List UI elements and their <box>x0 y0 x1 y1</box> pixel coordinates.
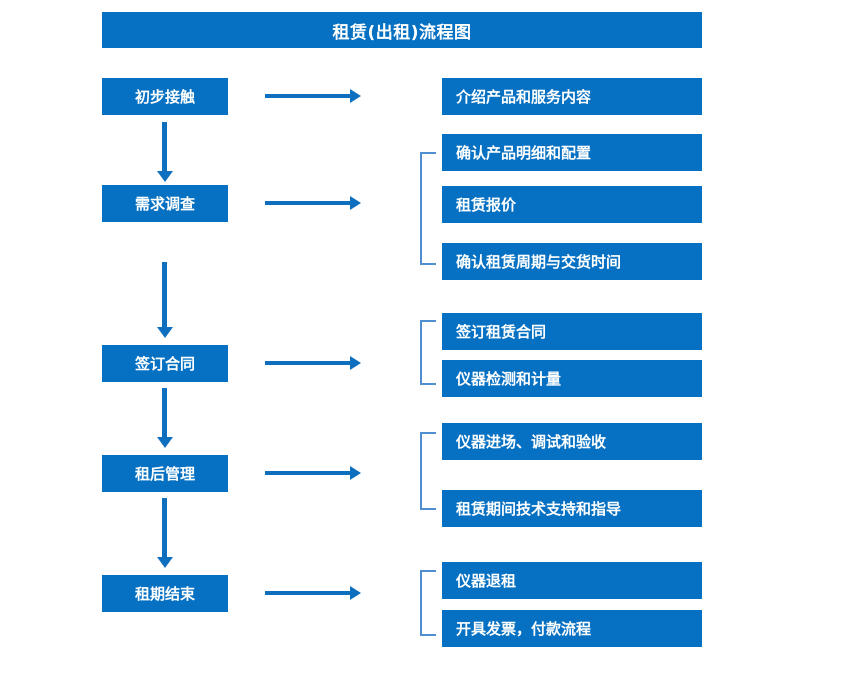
arrow-head <box>157 171 173 182</box>
arrow-head <box>350 196 361 210</box>
arrow-right-stage-4 <box>265 466 361 480</box>
detail-box-仪器退租[interactable]: 仪器退租 <box>442 562 702 599</box>
arrow-shaft <box>265 591 350 595</box>
stage-box-签订合同[interactable]: 签订合同 <box>102 345 228 382</box>
arrow-down-stage-4-to-5 <box>157 498 173 568</box>
arrow-head <box>157 557 173 568</box>
detail-box-租赁报价[interactable]: 租赁报价 <box>442 186 702 223</box>
arrow-right-stage-1 <box>265 89 361 103</box>
arrow-shaft <box>265 471 350 475</box>
arrow-shaft <box>265 201 350 205</box>
group-bracket-stage-4 <box>420 432 436 510</box>
detail-box-确认产品明细和配置[interactable]: 确认产品明细和配置 <box>442 134 702 171</box>
stage-box-初步接触[interactable]: 初步接触 <box>102 78 228 115</box>
stage-box-租期结束[interactable]: 租期结束 <box>102 575 228 612</box>
stage-box-需求调查[interactable]: 需求调查 <box>102 185 228 222</box>
arrow-head <box>350 356 361 370</box>
arrow-head <box>350 466 361 480</box>
arrow-head <box>157 327 173 338</box>
detail-box-租赁期间技术支持和指导[interactable]: 租赁期间技术支持和指导 <box>442 490 702 527</box>
arrow-down-stage-1-to-2 <box>157 122 173 182</box>
arrow-shaft <box>162 262 167 327</box>
arrow-shaft <box>162 388 167 437</box>
arrow-right-stage-2 <box>265 196 361 210</box>
detail-box-签订租赁合同[interactable]: 签订租赁合同 <box>442 313 702 350</box>
arrow-head <box>350 89 361 103</box>
arrow-shaft <box>265 94 350 98</box>
arrow-head <box>157 437 173 448</box>
arrow-right-stage-5 <box>265 586 361 600</box>
group-bracket-stage-3 <box>420 320 436 385</box>
group-bracket-stage-5 <box>420 570 436 636</box>
arrow-shaft <box>162 122 167 171</box>
group-bracket-stage-2 <box>420 152 436 265</box>
arrow-head <box>350 586 361 600</box>
arrow-shaft <box>162 498 167 557</box>
arrow-right-stage-3 <box>265 356 361 370</box>
arrow-down-stage-2-to-3 <box>157 262 173 338</box>
stage-box-租后管理[interactable]: 租后管理 <box>102 455 228 492</box>
arrow-shaft <box>265 361 350 365</box>
detail-box-确认租赁周期与交货时间[interactable]: 确认租赁周期与交货时间 <box>442 243 702 280</box>
diagram-title: 租赁(出租)流程图 <box>102 12 702 48</box>
detail-box-介绍产品和服务内容[interactable]: 介绍产品和服务内容 <box>442 78 702 115</box>
arrow-down-stage-3-to-4 <box>157 388 173 448</box>
detail-box-仪器进场调试和验收[interactable]: 仪器进场、调试和验收 <box>442 423 702 460</box>
detail-box-仪器检测和计量[interactable]: 仪器检测和计量 <box>442 360 702 397</box>
detail-box-开具发票付款流程[interactable]: 开具发票，付款流程 <box>442 610 702 647</box>
